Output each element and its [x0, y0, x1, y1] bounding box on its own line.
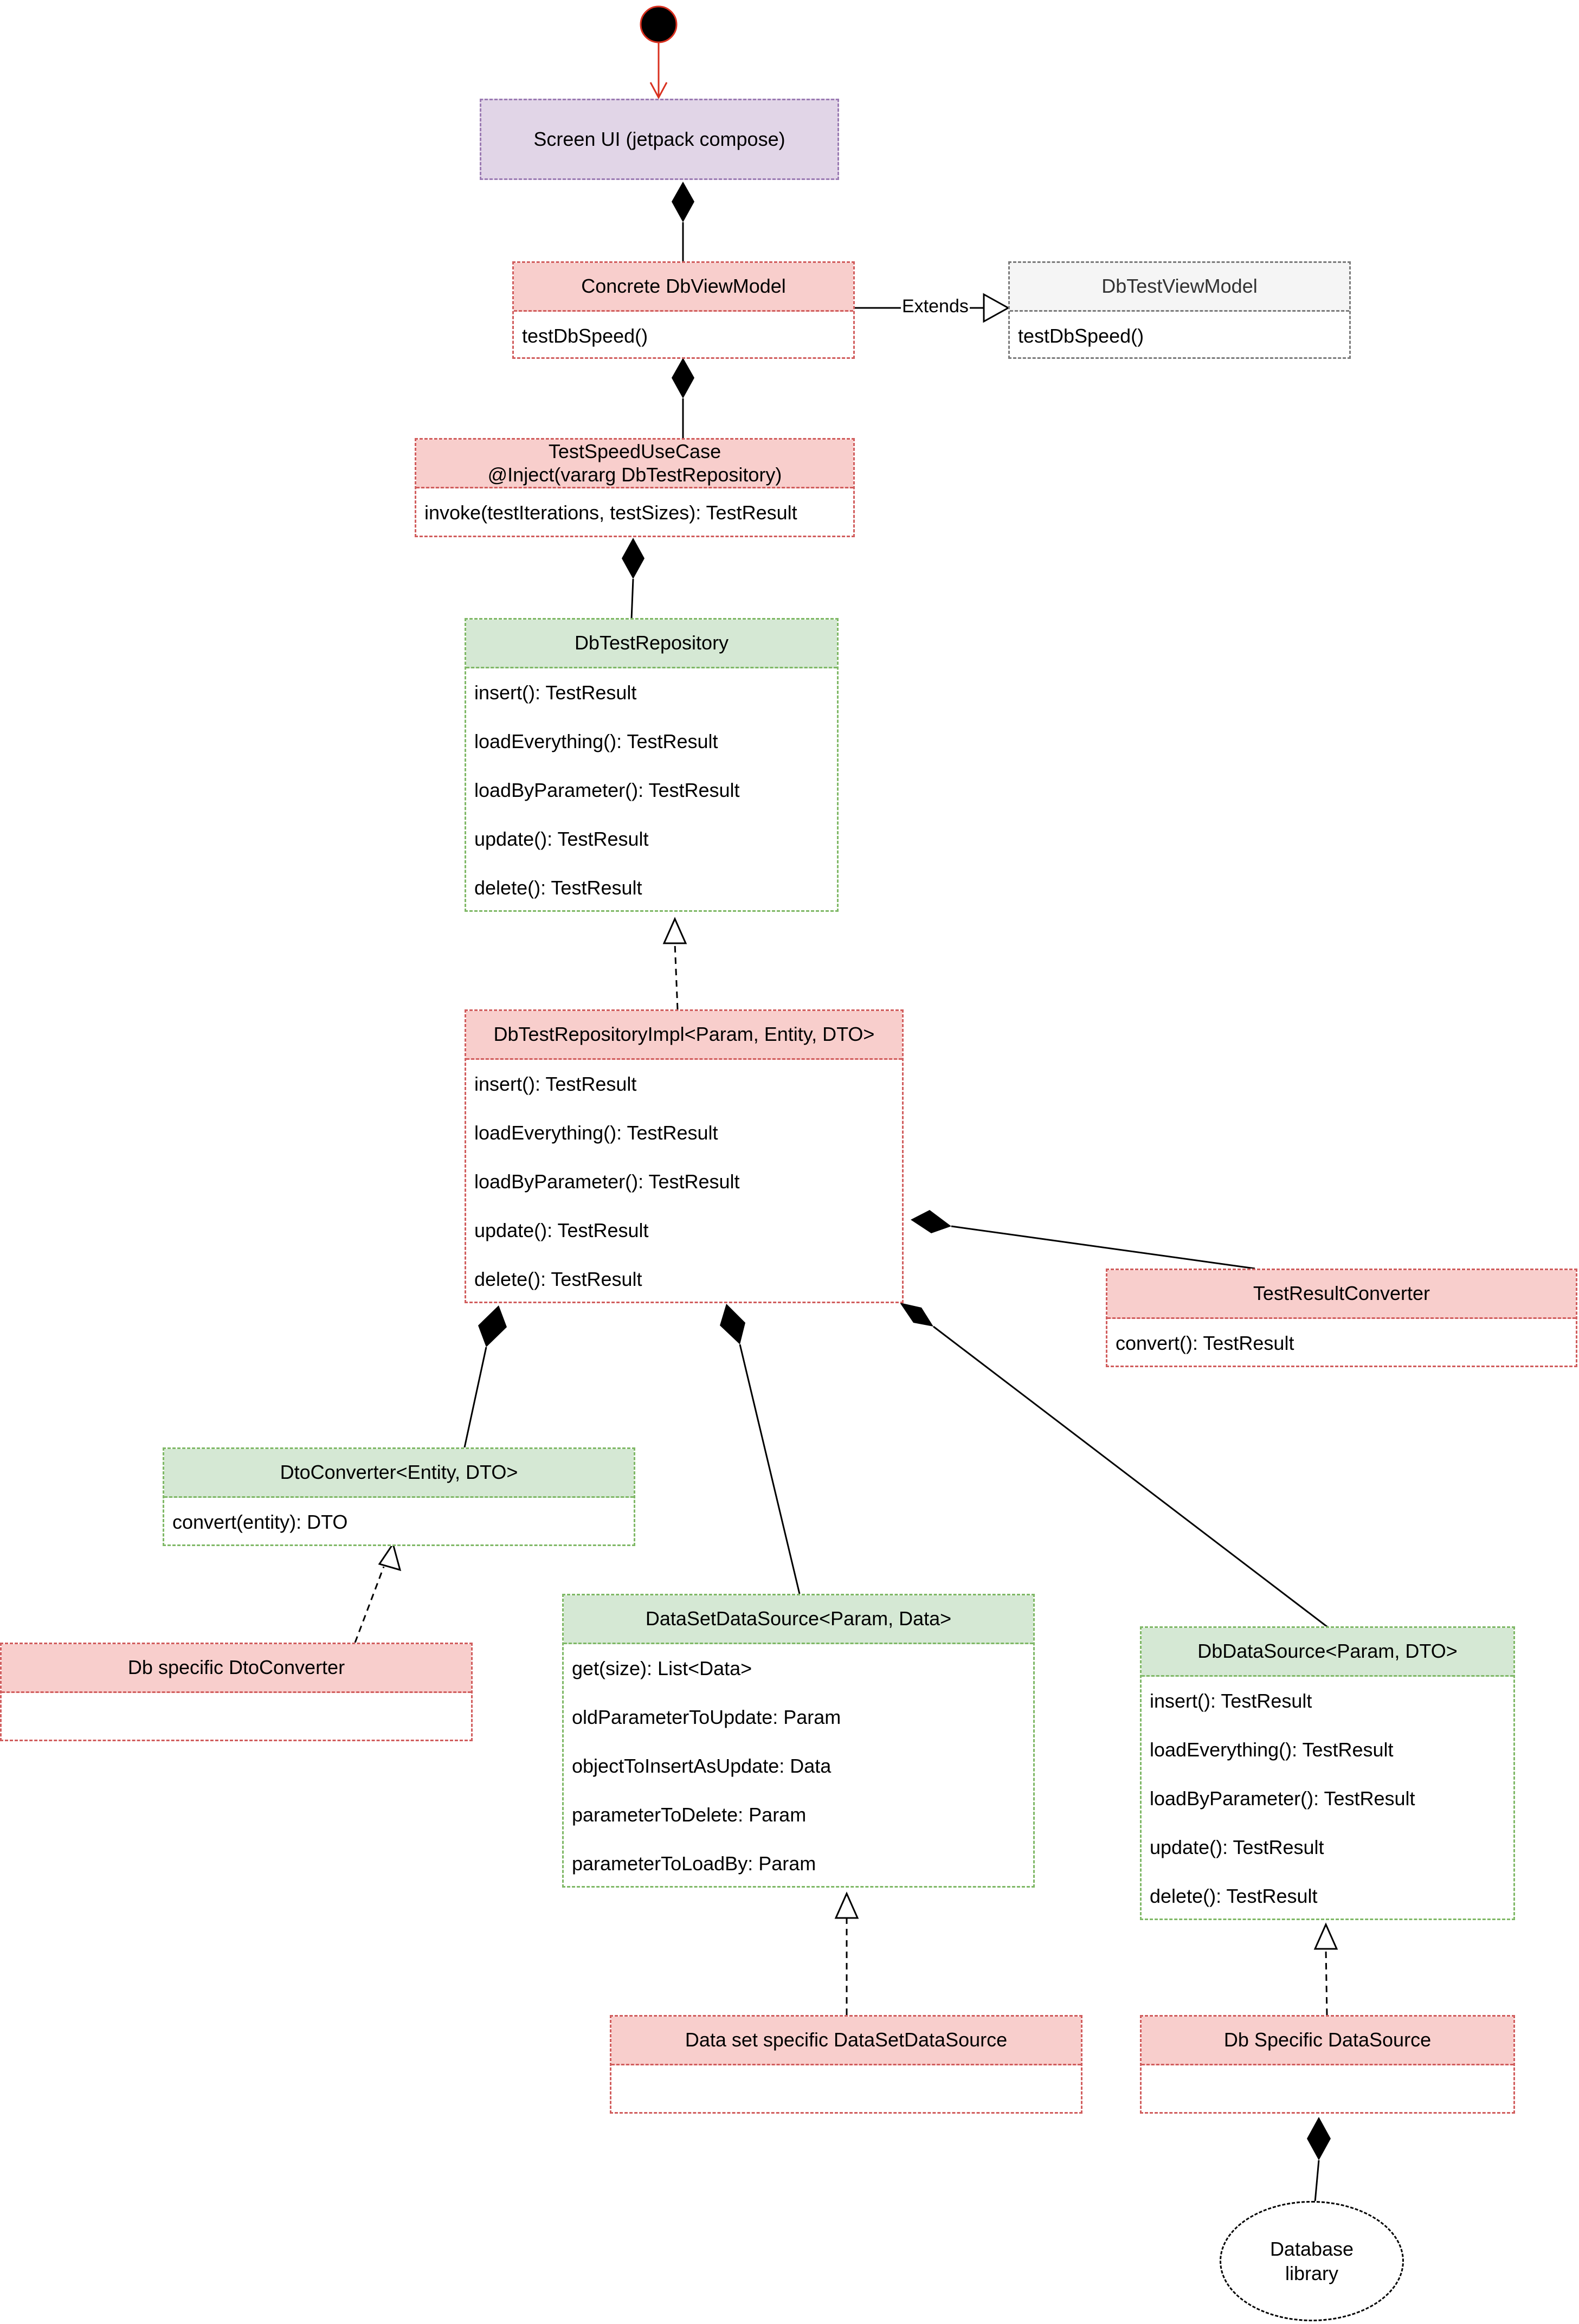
class-member: delete(): TestResult: [474, 1268, 642, 1290]
composition-diamond-vm: [672, 358, 694, 398]
composition-diamond-ui: [672, 182, 694, 222]
database-label-line2: library: [1285, 2262, 1338, 2284]
class-title-annotation: @Inject(vararg DbTestRepository): [487, 463, 782, 486]
class-title-name: TestSpeedUseCase: [548, 440, 721, 463]
extends-label: Extends: [901, 296, 970, 317]
db-specific-dto-converter-class: Db specific DtoConverter: [0, 1643, 473, 1741]
class-title: Data set specific DataSetDataSource: [611, 2017, 1081, 2065]
class-title: DbTestViewModel: [1010, 263, 1349, 312]
class-member: update(): TestResult: [474, 1219, 649, 1241]
db-specific-datasource-class: Db Specific DataSource: [1140, 2015, 1515, 2114]
screen-ui-title: Screen UI (jetpack compose): [533, 127, 785, 150]
realization-arrow-dto: [378, 1542, 402, 1572]
composition-diamond-impl-dataset: [720, 1304, 745, 1344]
class-member: parameterToDelete: Param: [572, 1804, 807, 1826]
class-member: loadByParameter(): TestResult: [474, 779, 740, 801]
test-result-converter-class: TestResultConverter convert(): TestResul…: [1106, 1269, 1577, 1367]
composition-line-db-library: [1314, 2160, 1320, 2203]
class-member: insert(): TestResult: [474, 1073, 637, 1095]
class-member: loadByParameter(): TestResult: [474, 1170, 740, 1193]
class-title: DbTestRepositoryImpl<Param, Entity, DTO>: [466, 1011, 902, 1060]
class-member: loadEverything(): TestResult: [1150, 1739, 1394, 1761]
class-member: oldParameterToUpdate: Param: [572, 1706, 841, 1728]
composition-line-usecase-repo: [630, 578, 634, 620]
realization-arrow-dataset: [834, 1891, 859, 1919]
start-arrow-head: [649, 82, 668, 100]
class-title: TestSpeedUseCase @Inject(vararg DbTestRe…: [416, 440, 853, 488]
class-title: Db Specific DataSource: [1142, 2017, 1513, 2065]
class-title: DbDataSource<Param, DTO>: [1142, 1628, 1513, 1677]
db-datasource-interface: DbDataSource<Param, DTO> insert(): TestR…: [1140, 1626, 1515, 1920]
dataset-specific-datasource-class: Data set specific DataSetDataSource: [610, 2015, 1082, 2114]
class-member: objectToInsertAsUpdate: Data: [572, 1755, 832, 1777]
start-node: [640, 5, 678, 43]
composition-diamond-impl-dto: [478, 1305, 507, 1347]
composition-diamond-db-library: [1307, 2117, 1331, 2160]
test-speed-usecase-class: TestSpeedUseCase @Inject(vararg DbTestRe…: [415, 438, 855, 537]
composition-line-impl-dbsource: [933, 1325, 1329, 1628]
class-member: loadByParameter(): TestResult: [1150, 1787, 1415, 1810]
dataset-datasource-interface: DataSetDataSource<Param, Data> get(size)…: [562, 1594, 1035, 1888]
class-member: parameterToLoadBy: Param: [572, 1852, 816, 1875]
class-title: Db specific DtoConverter: [2, 1644, 471, 1693]
realization-line-dbsource: [1325, 1948, 1328, 2016]
screen-ui-box: Screen UI (jetpack compose): [480, 99, 839, 180]
db-test-repository-interface: DbTestRepository insert(): TestResult lo…: [465, 618, 839, 912]
class-member: invoke(testIterations, testSizes): TestR…: [424, 501, 797, 524]
db-test-viewmodel-class: DbTestViewModel testDbSpeed(): [1008, 261, 1351, 359]
db-test-repository-impl-class: DbTestRepositoryImpl<Param, Entity, DTO>…: [465, 1009, 904, 1303]
class-member: loadEverything(): TestResult: [474, 1122, 718, 1144]
class-member: delete(): TestResult: [474, 877, 642, 899]
class-member: insert(): TestResult: [474, 681, 637, 704]
class-member: testDbSpeed(): [1018, 325, 1144, 347]
concrete-viewmodel-class: Concrete DbViewModel testDbSpeed(): [512, 261, 855, 359]
class-member: get(size): List<Data>: [572, 1657, 752, 1679]
composition-line-impl-dataset: [739, 1344, 801, 1594]
class-member: insert(): TestResult: [1150, 1690, 1312, 1712]
class-member: update(): TestResult: [474, 828, 649, 850]
database-label-line1: Database: [1269, 2238, 1354, 2260]
class-title: Concrete DbViewModel: [514, 263, 853, 312]
class-title: DataSetDataSource<Param, Data>: [564, 1595, 1033, 1644]
class-member: delete(): TestResult: [1150, 1885, 1318, 1907]
class-title: DbTestRepository: [466, 620, 837, 668]
dto-converter-interface: DtoConverter<Entity, DTO> convert(entity…: [163, 1447, 635, 1546]
extends-arrow-head: [983, 293, 1010, 323]
class-member: loadEverything(): TestResult: [474, 730, 718, 752]
class-member: convert(entity): DTO: [172, 1511, 348, 1533]
composition-diamond-impl-dbsource: [900, 1303, 933, 1327]
composition-line-impl-dto: [463, 1347, 487, 1448]
realization-line-repo: [674, 943, 679, 1010]
class-title: TestResultConverter: [1107, 1270, 1576, 1319]
composition-diamond-usecase: [622, 538, 645, 579]
class-title: DtoConverter<Entity, DTO>: [164, 1449, 634, 1498]
composition-diamond-impl-converter: [911, 1210, 951, 1233]
realization-line-dto: [354, 1566, 385, 1643]
class-member: testDbSpeed(): [522, 325, 648, 347]
database-library-node: Database library: [1220, 2201, 1404, 2321]
class-member: convert(): TestResult: [1116, 1332, 1294, 1354]
class-member: update(): TestResult: [1150, 1836, 1324, 1858]
realization-arrow-repo: [662, 917, 687, 944]
composition-line-impl-converter: [951, 1225, 1255, 1270]
realization-arrow-dbsource: [1313, 1922, 1338, 1950]
